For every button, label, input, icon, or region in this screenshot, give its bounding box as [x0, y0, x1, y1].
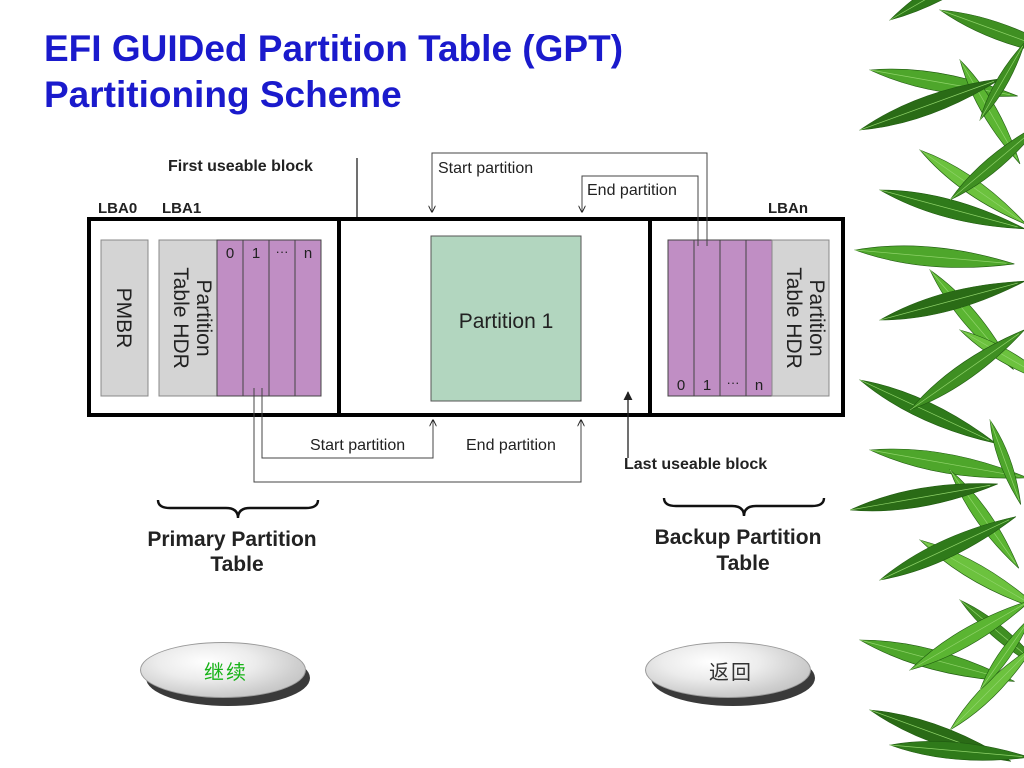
- backup-brace: [662, 497, 826, 517]
- slide-title: EFI GUIDed Partition Table (GPT) Partiti…: [44, 26, 623, 118]
- back-button-label: 返回: [709, 659, 753, 684]
- lba1-label: LBA1: [162, 200, 201, 217]
- bamboo-leaf-vein: [889, 0, 1014, 21]
- bamboo-leaves-decoration: [850, 0, 1024, 762]
- backup-table-line-2: Table: [716, 552, 769, 575]
- bamboo-leaf-vein: [979, 45, 1024, 121]
- primary-entry-n: [294, 239, 322, 397]
- continue-button[interactable]: 继续: [140, 642, 312, 706]
- bamboo-leaf-vein: [959, 329, 1024, 383]
- bamboo-leaf-vein: [879, 282, 1018, 321]
- backup-entry-ellipsis: [719, 239, 747, 397]
- primary-entry-n-label: n: [304, 245, 312, 262]
- primary-header-line-2: Table HDR: [169, 267, 192, 369]
- back-button-face: [645, 642, 811, 698]
- lba0-label: LBA0: [98, 200, 137, 217]
- last-useable-label: Last useable block: [624, 456, 767, 473]
- bamboo-leaf-vein: [979, 619, 1024, 691]
- primary-entry-0: [216, 239, 244, 397]
- bamboo-leaf: [989, 418, 1022, 505]
- primary-start-partition-label: Start partition: [310, 437, 405, 454]
- primary-table-line-1: Primary Partition: [147, 528, 316, 551]
- bamboo-leaf-vein: [869, 449, 1020, 477]
- pmbr-label: PMBR: [112, 288, 135, 349]
- backup-entry-1: [693, 239, 721, 397]
- primary-end-partition-label: End partition: [466, 437, 556, 454]
- bamboo-leaf-vein: [859, 379, 990, 441]
- bamboo-leaf: [909, 329, 1024, 411]
- backup-start-partition-connector: [432, 152, 708, 246]
- primary-header-line-1: Partition: [192, 279, 215, 356]
- bamboo-leaf-vein: [939, 9, 1024, 56]
- backup-entry-ellipsis-label: ···: [727, 375, 740, 390]
- backup-table-line-1: Backup Partition: [655, 526, 822, 549]
- bamboo-leaf-vein: [879, 519, 1010, 581]
- first-useable-label: First useable block: [168, 158, 313, 175]
- backup-header-block: [771, 239, 830, 397]
- bamboo-leaf-vein: [909, 603, 1024, 671]
- bamboo-leaf-vein: [959, 599, 1024, 668]
- title-line-2: Partitioning Scheme: [44, 74, 402, 115]
- primary-entries: 0 1 ··· n: [216, 239, 322, 397]
- backup-end-partition-label: End partition: [587, 182, 677, 199]
- primary-brace: [156, 499, 320, 519]
- primary-entry-0-label: 0: [226, 245, 234, 262]
- primary-entry-1: [242, 239, 270, 397]
- primary-table-line-2: Table: [210, 553, 263, 576]
- backup-entry-n-label: n: [755, 377, 763, 394]
- bamboo-leaf-vein: [949, 649, 1024, 731]
- bamboo-leaf-vein: [850, 484, 991, 511]
- bamboo-leaf-vein: [854, 249, 1007, 264]
- primary-entry-1-label: 1: [252, 245, 260, 262]
- backup-entry-0: [667, 239, 695, 397]
- backup-header-line-2: Table HDR: [782, 267, 805, 369]
- back-button[interactable]: 返回: [645, 642, 817, 706]
- bamboo-leaf: [878, 280, 1024, 321]
- bamboo-leaves: [850, 0, 1024, 762]
- partition-1-label: Partition 1: [459, 310, 554, 333]
- primary-header-block: [158, 239, 218, 397]
- backup-end-partition-connector: [582, 175, 699, 246]
- partition-1-block: [430, 235, 582, 402]
- primary-entry-ellipsis-label: ···: [276, 244, 289, 259]
- bamboo-leaf: [938, 9, 1024, 59]
- backup-entries: 0 1 ··· n: [667, 239, 773, 397]
- bamboo-leaf-vein: [879, 189, 1018, 228]
- primary-start-partition-connector: [261, 388, 433, 459]
- backup-entry-0-label: 0: [677, 377, 685, 394]
- pmbr-block: [100, 239, 149, 397]
- primary-end-partition-connector: [253, 388, 581, 483]
- primary-entry-ellipsis: [268, 239, 296, 397]
- continue-button-label: 继续: [204, 659, 248, 684]
- bamboo-leaf-vein: [859, 80, 995, 131]
- backup-header-line-1: Partition: [805, 279, 828, 356]
- continue-button-face: [140, 642, 306, 698]
- bamboo-leaf-vein: [989, 419, 1020, 501]
- bamboo-leaf-vein: [909, 333, 1020, 411]
- bamboo-leaf-vein: [889, 744, 1023, 757]
- backup-entry-1-label: 1: [703, 377, 711, 394]
- title-line-1: EFI GUIDed Partition Table (GPT): [44, 28, 624, 69]
- bamboo-leaf-vein: [869, 69, 1011, 96]
- lban-label: LBAn: [768, 200, 808, 217]
- bamboo-leaf-vein: [949, 126, 1024, 201]
- backup-start-partition-label: Start partition: [438, 160, 533, 177]
- bamboo-leaf: [949, 644, 1024, 731]
- backup-entry-n: [745, 239, 773, 397]
- gpt-diagram: LBA0 LBA1 LBAn First useable block PMBR …: [87, 152, 845, 576]
